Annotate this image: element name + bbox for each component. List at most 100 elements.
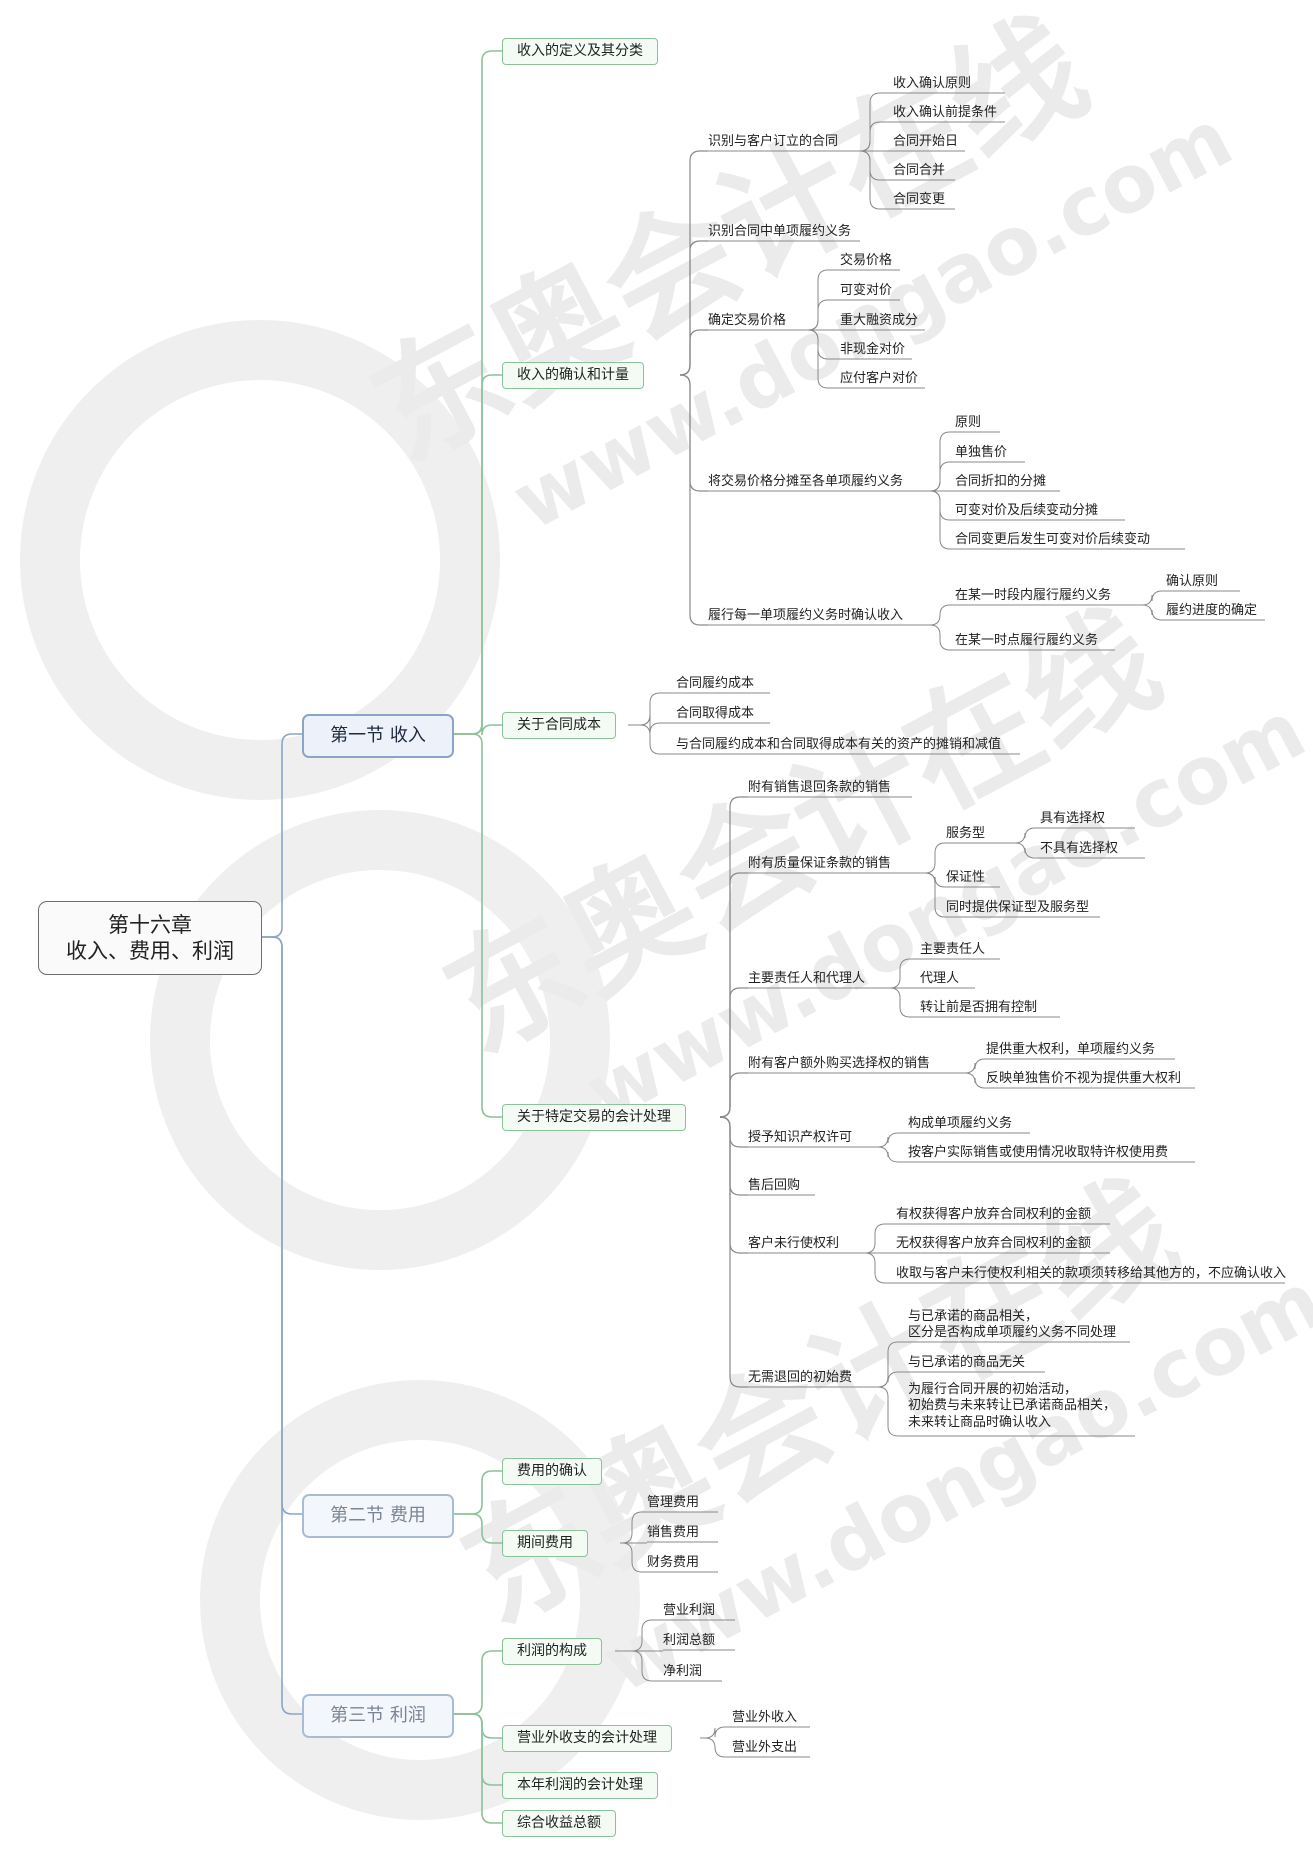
node-buyback[interactable]: 售后回购 [748,1178,801,1193]
leaf-fee-item[interactable]: 为履行合同开展的初始活动， 初始费与未来转让已承诺商品相关， 未来转让商品时确认… [908,1382,1117,1430]
leaf-price-item[interactable]: 重大融资成分 [840,313,919,328]
section-profit[interactable]: 第三节 利润 [302,1694,454,1738]
leaf-profit-item[interactable]: 营业利润 [663,1603,716,1618]
node-identify-contract[interactable]: 识别与客户订立的合同 [708,134,839,149]
node-recognize-on-performance[interactable]: 履行每一单项履约义务时确认收入 [708,608,904,623]
connector [679,329,708,376]
connector [620,1511,647,1544]
leaf-nonop-item[interactable]: 营业外支出 [732,1740,798,1755]
leaf-price-item[interactable]: 可变对价 [840,283,893,298]
leaf-price-item[interactable]: 交易价格 [840,253,893,268]
leaf-profit-item[interactable]: 利润总额 [663,1633,716,1648]
leaf-period-expense[interactable]: 管理费用 [647,1495,700,1510]
connector [840,121,893,152]
leaf-profit-item[interactable]: 净利润 [663,1664,703,1679]
leaf-fee-item[interactable]: 与已承诺的商品相关， 区分是否构成单项履约义务不同处理 [908,1309,1117,1341]
connector [452,723,502,736]
leaf-cost-item[interactable]: 合同取得成本 [676,706,755,721]
node-service-type[interactable]: 服务型 [946,826,986,841]
watermark-logo [150,810,610,1270]
leaf-period-item[interactable]: 确认原则 [1166,574,1219,589]
leaf-allocate-item[interactable]: 单独售价 [955,445,1008,460]
connector [615,1650,663,1682]
leaf-nonop-item[interactable]: 营业外收入 [732,1710,798,1725]
leaf-principal-item[interactable]: 转让前是否拥有控制 [920,1000,1038,1015]
topic-revenue-definition[interactable]: 收入的定义及其分类 [502,38,658,65]
topic-specific-transactions[interactable]: 关于特定交易的会计处理 [502,1104,686,1131]
leaf-unexercised-item[interactable]: 收取与客户未行使权利相关的款项须转移给其他方的，不应确认收入 [896,1266,1287,1281]
leaf-period-expense[interactable]: 财务费用 [647,1555,700,1570]
connector [615,1619,663,1652]
connector [929,604,955,626]
leaf-allocate-item[interactable]: 可变对价及后续变动分摊 [955,503,1099,518]
connector [870,1341,908,1388]
leaf-contract-item[interactable]: 合同变更 [893,192,946,207]
section-expense[interactable]: 第二节 费用 [302,1494,454,1538]
leaf-service-item[interactable]: 不具有选择权 [1040,841,1119,856]
leaf-principal-item[interactable]: 主要责任人 [920,942,986,957]
leaf-unexercised-item[interactable]: 有权获得客户放弃合同权利的金额 [896,1207,1092,1222]
node-principal-agent[interactable]: 主要责任人和代理人 [748,971,866,986]
leaf-contract-item[interactable]: 合同合并 [893,163,946,178]
leaf-contract-item[interactable]: 收入确认原则 [893,76,972,91]
topic-comprehensive-income[interactable]: 综合收益总额 [502,1810,616,1837]
connector [800,299,840,331]
connector [719,872,748,1118]
connector [679,374,708,626]
connector [929,624,955,651]
section-revenue[interactable]: 第一节 收入 [302,714,454,758]
leaf-unexercised-item[interactable]: 无权获得客户放弃合同权利的金额 [896,1236,1092,1251]
connector [964,1058,986,1074]
leaf-period-expense[interactable]: 销售费用 [647,1525,700,1540]
topic-non-operating[interactable]: 营业外收支的会计处理 [502,1725,672,1752]
leaf-allocate-item[interactable]: 合同变更后发生可变对价后续变动 [955,532,1151,547]
topic-contract-cost[interactable]: 关于合同成本 [502,712,616,739]
connector [452,1513,502,1544]
topic-revenue-recognition[interactable]: 收入的确认和计量 [502,362,644,389]
leaf-license-item[interactable]: 按客户实际销售或使用情况收取特许权使用费 [908,1145,1169,1160]
leaf-service-item[interactable]: 具有选择权 [1040,811,1106,826]
node-sales-return[interactable]: 附有销售退回条款的销售 [748,780,892,795]
leaf-fee-item[interactable]: 与已承诺的商品无关 [908,1355,1026,1370]
leaf-principal-item[interactable]: 代理人 [920,971,960,986]
topic-profit-composition[interactable]: 利润的构成 [502,1638,602,1665]
connector [679,240,708,376]
node-over-period[interactable]: 在某一时段内履行履约义务 [955,588,1112,603]
node-ip-license[interactable]: 授予知识产权许可 [748,1130,853,1145]
leaf-cost-item[interactable]: 与合同履约成本和合同取得成本有关的资产的摊销和减值 [676,737,1002,752]
node-allocate-price[interactable]: 将交易价格分摊至各单项履约义务 [708,474,904,489]
leaf-license-item[interactable]: 构成单项履约义务 [908,1116,1013,1131]
leaf-allocate-item[interactable]: 合同折扣的分摊 [955,474,1047,489]
leaf-contract-item[interactable]: 合同开始日 [893,134,959,149]
leaf-period-item[interactable]: 履约进度的确定 [1166,603,1258,618]
connector [870,1371,908,1388]
leaf-option-item[interactable]: 反映单独售价不视为提供重大权利 [986,1071,1182,1086]
node-customer-option[interactable]: 附有客户额外购买选择权的销售 [748,1056,931,1071]
connector [880,958,920,989]
connector [1010,842,1040,859]
topic-expense-recognition[interactable]: 费用的确认 [502,1458,602,1485]
connector [929,461,955,492]
leaf-contract-item[interactable]: 收入确认前提条件 [893,105,998,120]
node-assurance-type[interactable]: 保证性 [946,870,986,885]
leaf-price-item[interactable]: 应付客户对价 [840,371,919,386]
leaf-option-item[interactable]: 提供重大权利，单项履约义务 [986,1042,1156,1057]
connector [929,490,955,550]
topic-period-expenses[interactable]: 期间费用 [502,1530,588,1557]
connector [452,1713,502,1786]
node-transaction-price[interactable]: 确定交易价格 [708,313,787,328]
node-identify-obligation[interactable]: 识别合同中单项履约义务 [708,224,852,239]
leaf-cost-item[interactable]: 合同履约成本 [676,676,755,691]
node-warranty[interactable]: 附有质量保证条款的销售 [748,856,892,871]
node-nonrefundable-fee[interactable]: 无需退回的初始费 [748,1370,853,1385]
node-both-types[interactable]: 同时提供保证型及服务型 [946,900,1090,915]
connector [260,936,302,1515]
root-chapter-title[interactable]: 第十六章 收入、费用、利润 [38,901,262,975]
topic-annual-profit[interactable]: 本年利润的会计处理 [502,1772,658,1799]
connector [452,1650,502,1715]
node-unexercised-rights[interactable]: 客户未行使权利 [748,1236,840,1251]
node-point-in-time[interactable]: 在某一时点履行履约义务 [955,633,1099,648]
leaf-price-item[interactable]: 非现金对价 [840,342,906,357]
leaf-allocate-item[interactable]: 原则 [955,415,982,430]
